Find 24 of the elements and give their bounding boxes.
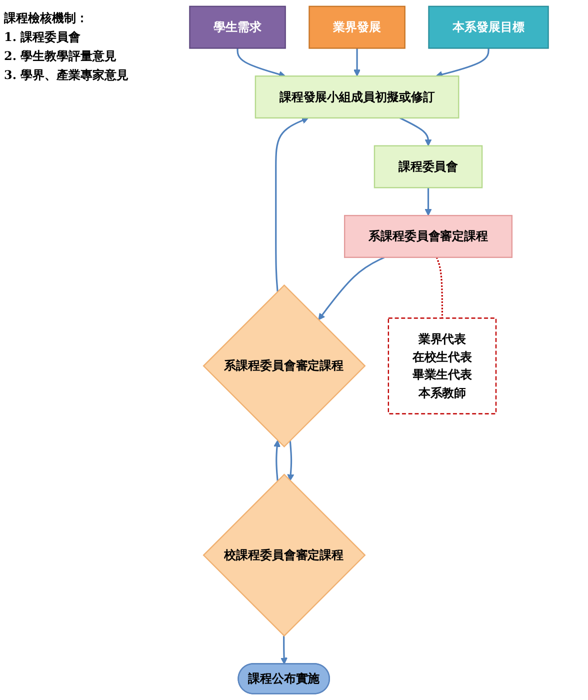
arrow xyxy=(318,256,385,320)
arrow xyxy=(399,117,432,146)
node-diamond: 校課程委員會審定課程 xyxy=(202,474,366,637)
node-box: 業界代表 在校生代表 畢業生代表 本系教師 xyxy=(388,318,497,414)
note-text: 2. 學生教學評量意見 xyxy=(4,48,118,65)
node-diamond: 系課程委員會審定課程 xyxy=(202,284,366,448)
arrow xyxy=(280,636,288,664)
arrow xyxy=(436,48,490,78)
node-box: 課程委員會 xyxy=(374,145,483,188)
node-box: 業界發展 xyxy=(308,6,406,49)
arrow xyxy=(424,188,432,216)
arrow xyxy=(274,440,281,481)
note-text: 課程檢核機制： xyxy=(4,10,89,27)
node-box: 學生需求 xyxy=(189,6,286,49)
connector xyxy=(436,257,443,318)
arrow xyxy=(275,117,309,292)
note-text: 1. 課程委員會 xyxy=(4,29,82,46)
note-text: 3. 學界、產業專家意見 xyxy=(4,67,130,84)
arrow xyxy=(354,48,361,76)
arrow xyxy=(236,48,286,78)
node-box: 系課程委員會審定課程 xyxy=(344,214,513,258)
node-box: 課程發展小組成員初擬或修訂 xyxy=(254,76,460,119)
arrow xyxy=(287,440,294,482)
node-box: 本系發展目標 xyxy=(428,6,549,49)
